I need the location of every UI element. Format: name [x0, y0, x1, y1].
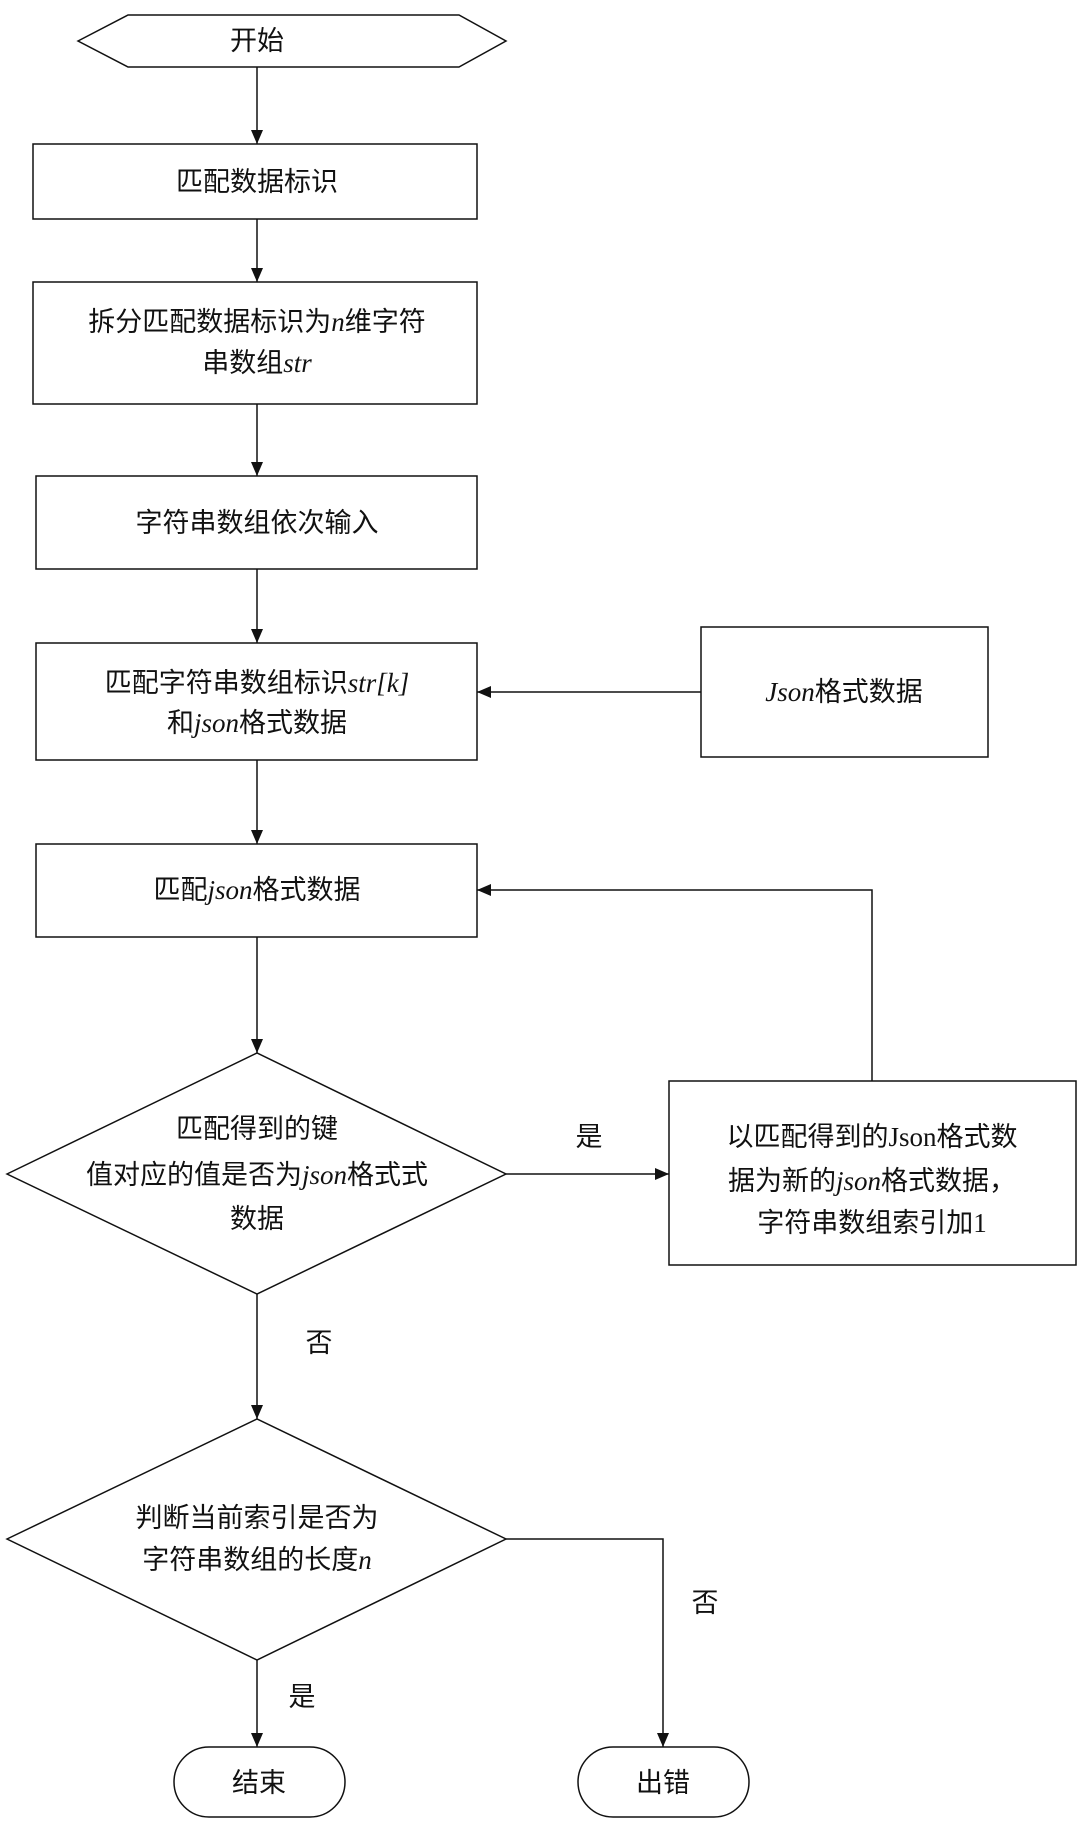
step4-line1: 匹配字符串数组标识str[k]: [105, 668, 410, 698]
string-array-input-box: 字符串数组依次输入: [36, 476, 477, 569]
split-identifier-box: 拆分匹配数据标识为n维字符 串数组str: [33, 282, 477, 404]
match-identifier-box: 匹配数据标识: [33, 144, 477, 219]
step4-line2: 和json格式数据: [167, 708, 347, 738]
decision1-no-label: 否: [306, 1328, 333, 1358]
edge-decision2-no: [506, 1539, 663, 1747]
edge-loop-back: [477, 890, 872, 1081]
step3-label: 字符串数组依次输入: [136, 508, 379, 538]
json-data-box: Json格式数据: [701, 627, 988, 757]
step2-line2: 串数组str: [202, 348, 312, 378]
start-label: 开始: [230, 26, 284, 56]
step5-label: 匹配json格式数据: [153, 875, 360, 905]
error-node: 出错: [578, 1747, 749, 1817]
loop-line3: 字符串数组索引加1: [757, 1208, 987, 1238]
loop-line2: 据为新的json格式数据，: [728, 1166, 1016, 1196]
start-node: 开始: [78, 15, 506, 67]
decision2-line2: 字符串数组的长度n: [142, 1545, 372, 1575]
error-label: 出错: [636, 1768, 690, 1798]
step2-line1: 拆分匹配数据标识为n维字符: [88, 307, 426, 337]
index-length-decision: 判断当前索引是否为 字符串数组的长度n: [7, 1419, 506, 1660]
decision2-yes-label: 是: [289, 1682, 316, 1712]
step1-label: 匹配数据标识: [176, 167, 338, 197]
decision1-yes-label: 是: [576, 1122, 603, 1152]
decision2-line1: 判断当前索引是否为: [136, 1503, 379, 1533]
is-json-value-decision: 匹配得到的键 值对应的值是否为json格式式 数据: [7, 1053, 506, 1294]
match-json-box: 匹配json格式数据: [36, 844, 477, 937]
end-label: 结束: [232, 1768, 286, 1798]
loop-line1: 以匹配得到的Json格式数: [726, 1122, 1017, 1152]
end-node: 结束: [174, 1747, 345, 1817]
decision1-line1: 匹配得到的键: [176, 1114, 338, 1144]
decision1-line3: 数据: [230, 1204, 284, 1234]
match-string-array-box: 匹配字符串数组标识str[k] 和json格式数据: [36, 643, 477, 760]
decision2-no-label: 否: [692, 1588, 719, 1618]
decision1-line2: 值对应的值是否为json格式式: [86, 1160, 428, 1190]
json-data-label: Json格式数据: [765, 677, 923, 707]
new-json-data-box: 以匹配得到的Json格式数 据为新的json格式数据， 字符串数组索引加1: [669, 1081, 1076, 1265]
